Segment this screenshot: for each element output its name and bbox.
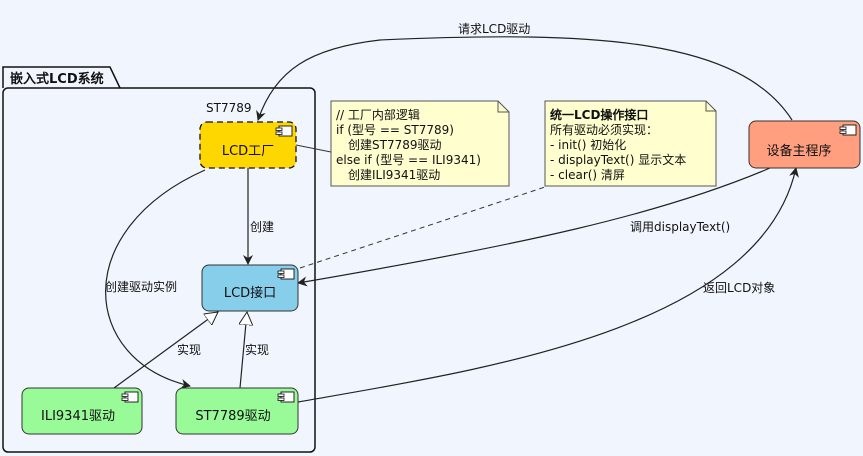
node-device-main[interactable]: 设备主程序 <box>748 120 861 169</box>
edge-return-object-label: 返回LCD对象 <box>703 281 775 295</box>
note-factory-logic: // 工厂内部逻辑 if (型号 == ST7789) 创建ST7789驱动 e… <box>330 100 510 187</box>
component-icon <box>275 125 293 137</box>
ili9341-label: ILI9341驱动 <box>41 409 115 424</box>
component-icon <box>121 391 139 403</box>
component-icon <box>277 268 295 280</box>
factory-note-line-1: // 工厂内部逻辑 <box>336 107 420 122</box>
factory-note-line-4: else if (型号 == ILI9341) <box>336 153 481 167</box>
factory-note-connector <box>295 144 332 153</box>
device-main-label: 设备主程序 <box>766 143 831 159</box>
node-ili9341-driver[interactable]: ILI9341驱动 <box>21 387 143 435</box>
edge-implement-st7789-label: 实现 <box>245 342 269 357</box>
edge-create-label: 创建 <box>250 220 274 234</box>
interface-note-line-1: 所有驱动必须实现： <box>550 122 658 137</box>
interface-note-title: 统一LCD操作接口 <box>550 107 648 122</box>
edge-create-instance <box>105 169 206 389</box>
edges: 请求LCD驱动 创建 创建驱动实例 实现 实现 调用displayText() … <box>105 22 799 403</box>
note-interface-spec: 统一LCD操作接口 所有驱动必须实现： - init() 初始化 - displ… <box>544 100 717 187</box>
factory-note-line-5: 创建ILI9341驱动 <box>348 168 440 182</box>
interface-note-line-4: - clear() 清屏 <box>550 168 625 182</box>
edge-return-object <box>297 167 799 403</box>
interface-note-line-3: - displayText() 显示文本 <box>550 152 686 167</box>
factory-stereotype: ST7789 <box>206 101 252 115</box>
st7789-label: ST7789驱动 <box>195 409 270 424</box>
edge-request-label: 请求LCD驱动 <box>458 22 530 36</box>
package-embedded-lcd: 嵌入式LCD系统 <box>2 66 316 453</box>
node-lcd-factory[interactable]: ST7789 LCD工厂 <box>199 101 297 169</box>
interface-note-connector <box>299 185 549 269</box>
edge-implement-st7789 <box>240 312 247 389</box>
edge-request <box>256 36 793 121</box>
interface-label: LCD接口 <box>224 285 276 301</box>
edge-create-instance-label: 创建驱动实例 <box>105 279 177 294</box>
factory-label: LCD工厂 <box>222 144 274 159</box>
node-st7789-driver[interactable]: ST7789驱动 <box>175 387 299 435</box>
interface-note-line-2: - init() 初始化 <box>550 138 626 152</box>
edge-call-display-label: 调用displayText() <box>630 220 730 234</box>
factory-note-line-2: if (型号 == ST7789) <box>336 123 454 137</box>
component-icon <box>277 391 295 403</box>
edge-implement-ili9341 <box>113 312 218 389</box>
edge-call-display <box>297 167 771 287</box>
factory-note-line-3: 创建ST7789驱动 <box>348 138 442 152</box>
package-title: 嵌入式LCD系统 <box>10 71 104 87</box>
node-lcd-interface[interactable]: LCD接口 <box>201 264 299 312</box>
edge-implement-ili9341-label: 实现 <box>177 342 201 357</box>
component-icon <box>839 124 857 136</box>
